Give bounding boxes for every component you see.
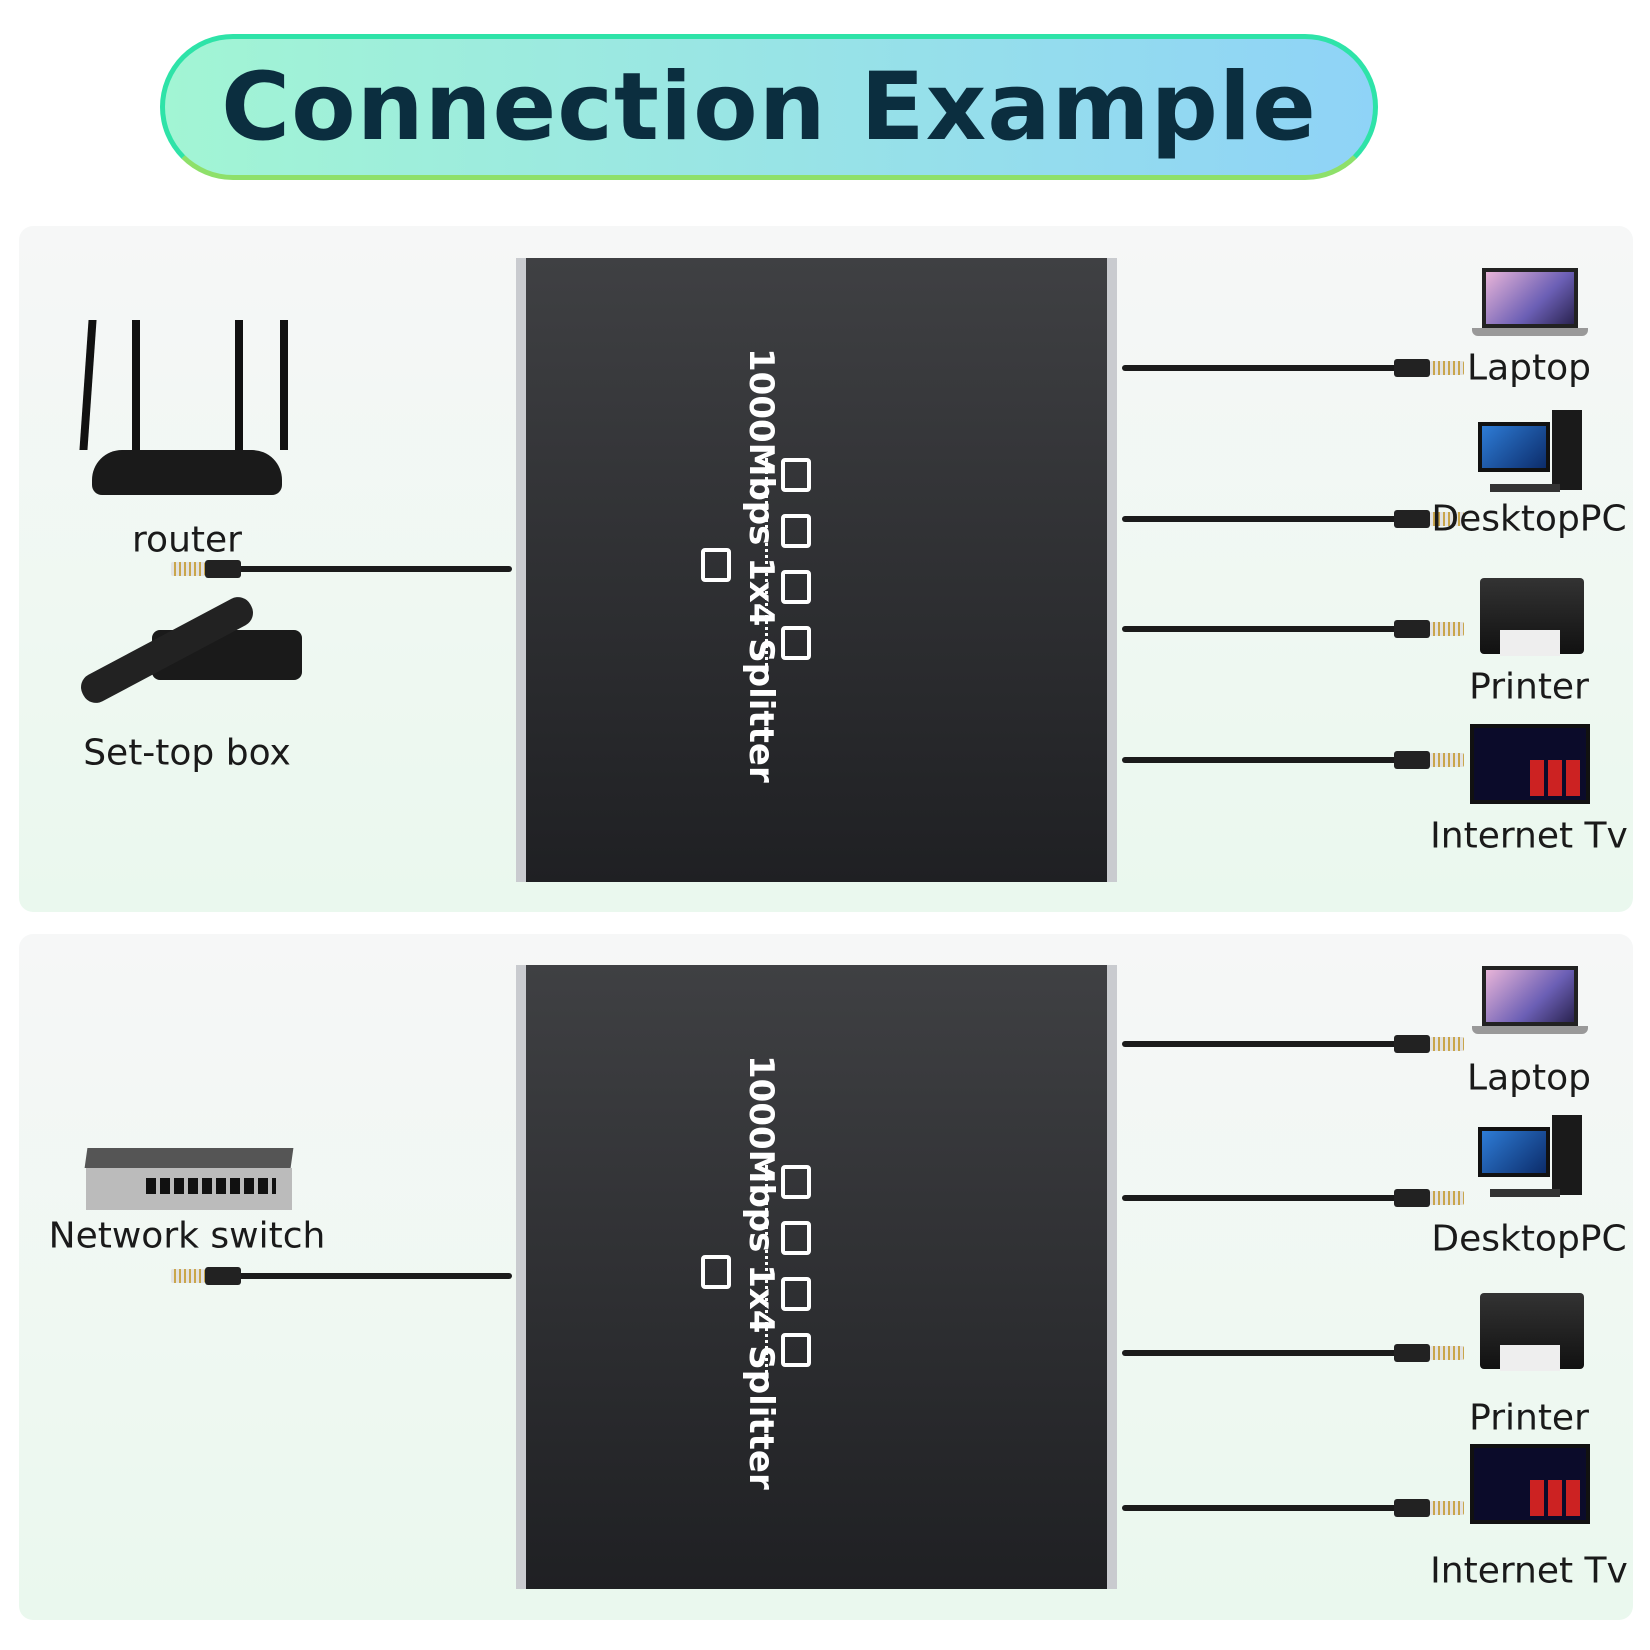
network-switch-icon	[84, 1148, 294, 1210]
laptop-icon	[1470, 262, 1590, 357]
desktop-pc-icon	[1470, 410, 1590, 505]
rj45-connector-icon	[1430, 1346, 1464, 1360]
ethernet-cable	[1122, 1350, 1430, 1356]
source-monitor-icon	[701, 548, 731, 582]
device-name-label: Set-top box	[83, 732, 291, 774]
output-monitor-icon	[781, 458, 811, 492]
printer-icon	[1470, 1285, 1590, 1380]
rj45-connector-icon	[171, 1269, 205, 1283]
device-name-label: Laptop	[1467, 347, 1591, 389]
rj45-connector-icon	[171, 562, 205, 576]
rj45-connector-icon	[1430, 361, 1464, 375]
output-monitor-icon	[781, 1277, 811, 1311]
tv-icon	[1470, 1440, 1590, 1535]
rj45-plug	[1394, 510, 1430, 528]
device-name-label: Network switch	[48, 1215, 326, 1257]
rj45-plug	[1394, 1189, 1430, 1207]
device-name-label: router	[132, 519, 242, 561]
router-icon	[79, 320, 295, 510]
device-name-label: DesktopPC	[1431, 1218, 1627, 1260]
device-label: 1000Mbps 1x4 Splitter	[741, 1055, 781, 1490]
device-name-label: Internet Tv	[1430, 815, 1628, 857]
ethernet-cable	[1122, 1041, 1430, 1047]
device-name-label: Laptop	[1467, 1057, 1591, 1099]
printer-icon	[1470, 570, 1590, 665]
ethernet-cable	[205, 566, 512, 572]
ethernet-cable	[205, 1273, 512, 1279]
rj45-connector-icon	[1430, 622, 1464, 636]
device-name-label: DesktopPC	[1431, 498, 1627, 540]
source-monitor-icon	[701, 1255, 731, 1289]
rj45-plug	[1394, 751, 1430, 769]
rj45-plug	[205, 1267, 241, 1285]
laptop-icon	[1470, 960, 1590, 1055]
page-title: Connection Example	[221, 52, 1317, 162]
rj45-connector-icon	[1430, 512, 1464, 526]
output-monitor-icon	[781, 514, 811, 548]
desktop-pc-icon	[1470, 1115, 1590, 1210]
rj45-connector-icon	[1430, 1501, 1464, 1515]
topology-bus-line	[765, 1165, 768, 1381]
rj45-plug	[1394, 1344, 1430, 1362]
ethernet-cable	[1122, 365, 1430, 371]
topology-bus-line	[765, 458, 768, 674]
device-name-label: Printer	[1469, 666, 1589, 708]
device-name-label: Printer	[1469, 1397, 1589, 1439]
output-monitor-icon	[781, 570, 811, 604]
set-top-box-icon	[72, 592, 304, 708]
device-label: 1000Mbps 1x4 Splitter	[741, 348, 781, 783]
rj45-plug	[1394, 1035, 1430, 1053]
rj45-connector-icon	[1430, 1037, 1464, 1051]
rj45-connector-icon	[1430, 753, 1464, 767]
splitter-device: 1000Mbps 1x4 Splitter	[516, 258, 1117, 882]
rj45-connector-icon	[1430, 1191, 1464, 1205]
output-monitor-icon	[781, 1165, 811, 1199]
rj45-plug	[1394, 620, 1430, 638]
tv-icon	[1470, 720, 1590, 815]
ethernet-cable	[1122, 757, 1430, 763]
output-monitor-icon	[781, 1333, 811, 1367]
title-banner: Connection Example	[160, 34, 1378, 180]
rj45-plug	[1394, 359, 1430, 377]
rj45-plug	[205, 560, 241, 578]
ethernet-cable	[1122, 1195, 1430, 1201]
ethernet-cable	[1122, 1505, 1430, 1511]
rj45-plug	[1394, 1499, 1430, 1517]
output-monitor-icon	[781, 626, 811, 660]
device-name-label: Internet Tv	[1430, 1550, 1628, 1592]
ethernet-cable	[1122, 626, 1430, 632]
ethernet-cable	[1122, 516, 1430, 522]
output-monitor-icon	[781, 1221, 811, 1255]
splitter-device: 1000Mbps 1x4 Splitter	[516, 965, 1117, 1589]
